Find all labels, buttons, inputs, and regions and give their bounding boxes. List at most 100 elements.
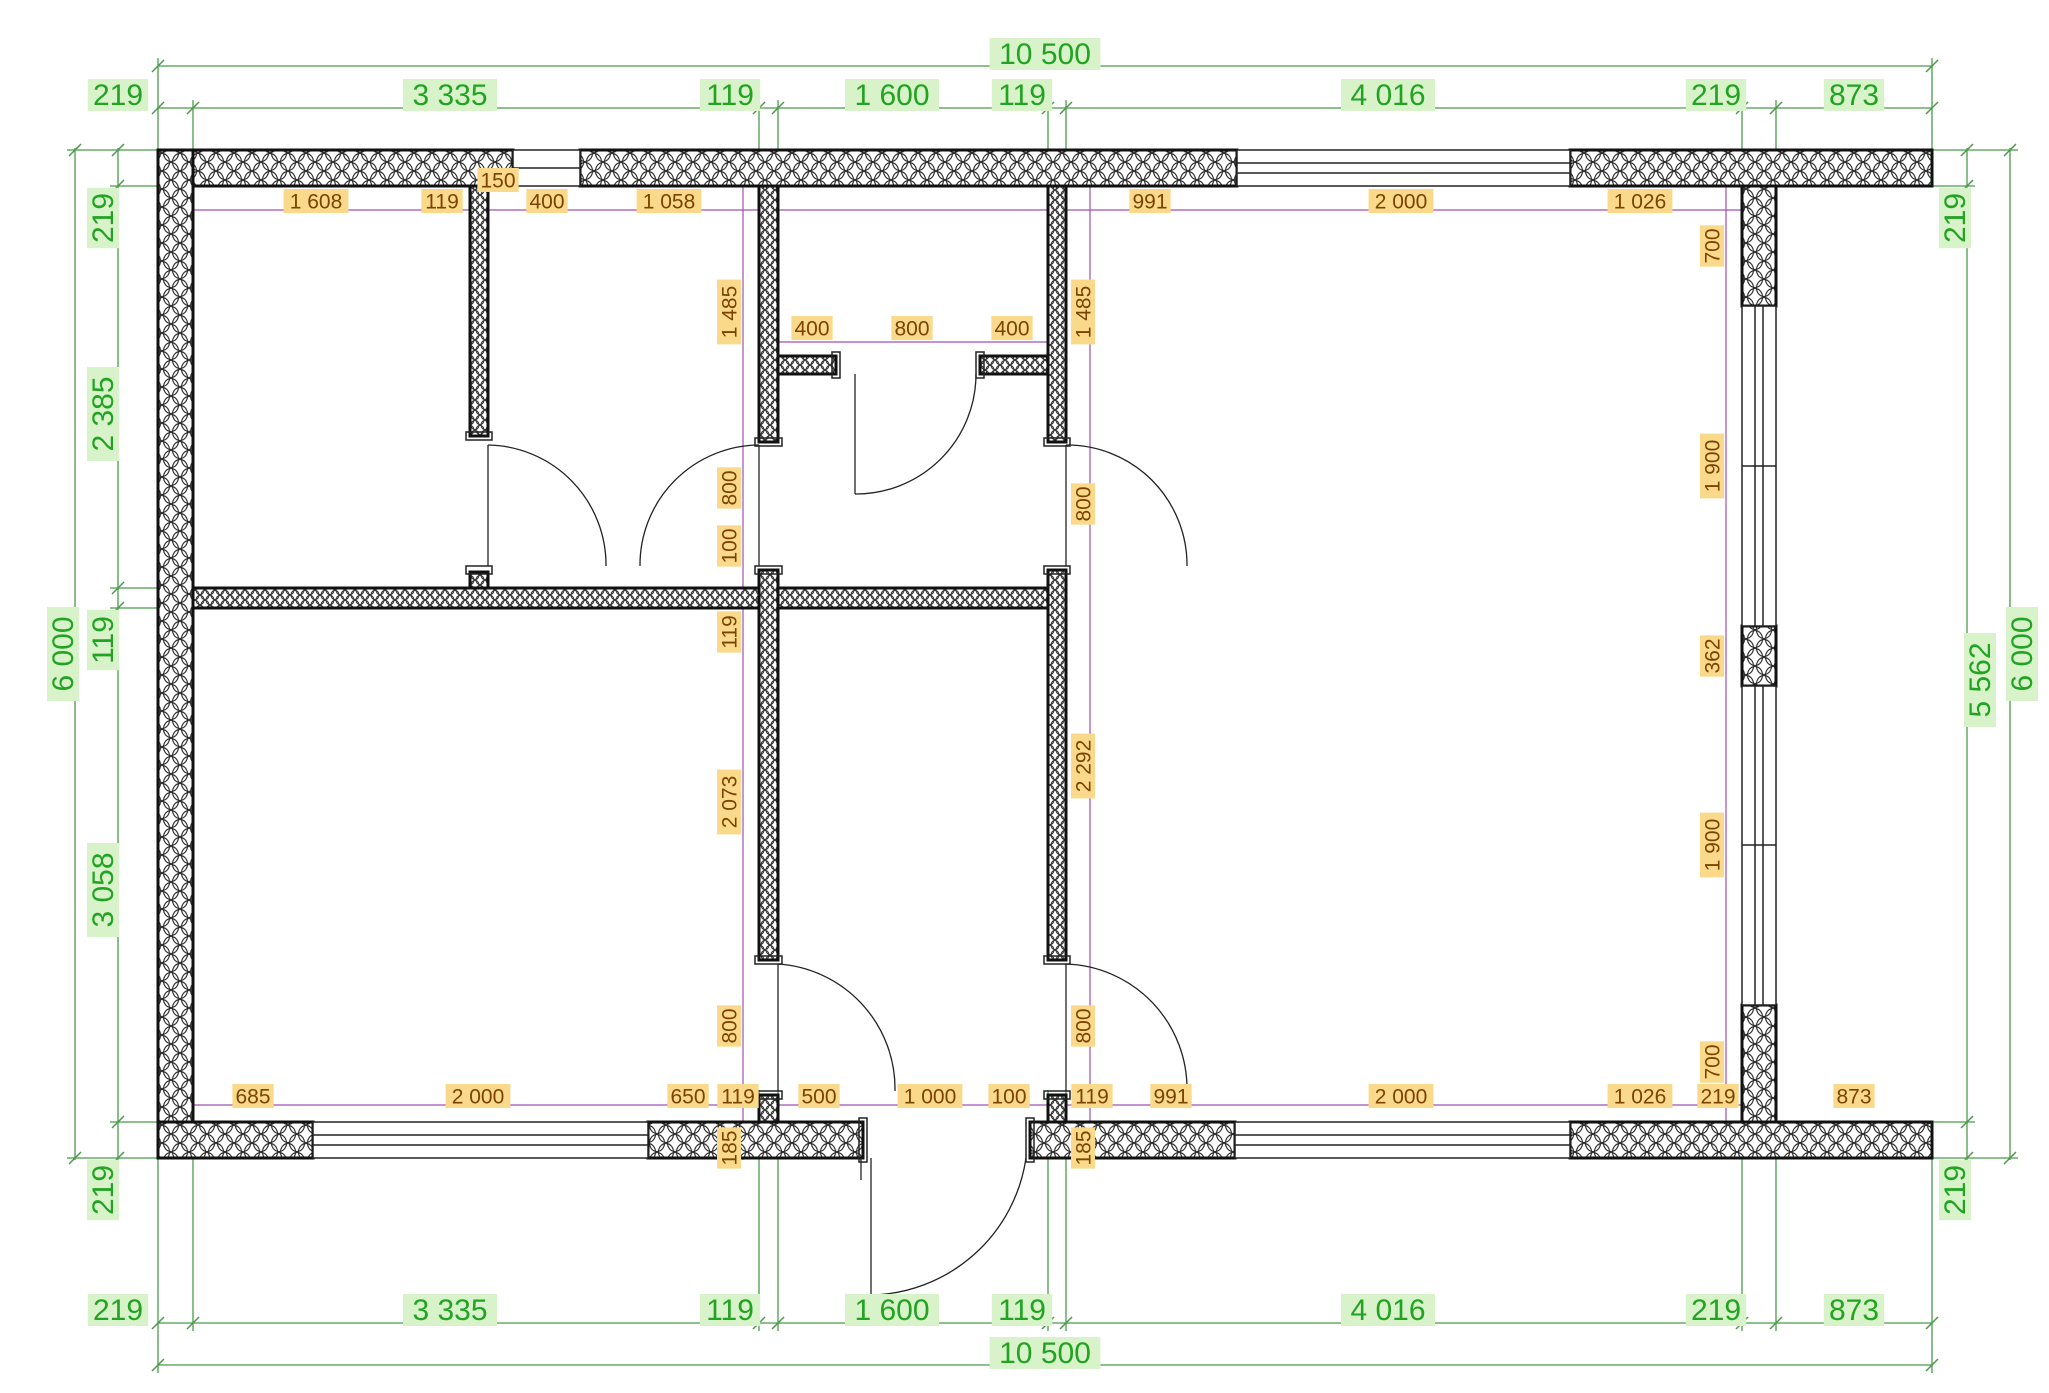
label-background (421, 189, 463, 213)
label-background (232, 1084, 274, 1108)
closet-1: 800 (891, 316, 933, 341)
inner-bottom-0: 685 (232, 1084, 274, 1109)
wall-bottom-left (156, 1120, 315, 1160)
inner-bottom-1: 2 000 (445, 1084, 511, 1109)
label-text: 400 (994, 318, 1029, 341)
label-background (717, 1005, 741, 1047)
label-background (87, 187, 119, 249)
label-background (1700, 225, 1724, 267)
top-chain-1: 3 335 (403, 79, 497, 112)
label-background (1071, 483, 1095, 525)
inner-bottom-7: 119 (1071, 1084, 1113, 1109)
label-text: 2 292 (1073, 740, 1096, 793)
label-background (667, 1084, 709, 1108)
label-text: 700 (1702, 1044, 1725, 1079)
label-background (717, 467, 741, 509)
window-right-dim-2: 362 (1700, 635, 1725, 677)
vertical-inner-9: 2 292 (1071, 733, 1096, 799)
label-text: 1 900 (1702, 819, 1725, 872)
closet-2: 400 (991, 316, 1033, 341)
label-text: 700 (1702, 228, 1725, 263)
label-background (87, 1294, 149, 1326)
label-background (87, 79, 149, 111)
wall-horizontal-mid (776, 586, 1050, 610)
wall-vertical-b-bottom (1046, 568, 1068, 962)
vertical-inner-11: 185 (1071, 1127, 1096, 1169)
label-text: 4 016 (1350, 1294, 1425, 1327)
label-text: 1 900 (1702, 440, 1725, 493)
label-background (403, 1294, 497, 1326)
bottom-chain-0: 219 (87, 1294, 149, 1327)
wall-left (156, 148, 195, 1160)
inner-bottom-12: 873 (1833, 1084, 1875, 1109)
door-jambs (465, 351, 1071, 1163)
right-chain-1: 219 (1939, 1159, 1972, 1221)
label-text: 219 (93, 79, 143, 112)
label-background (1823, 1294, 1885, 1326)
bottom-chain-3: 1 600 (845, 1294, 939, 1327)
wall-vertical-b-top (1046, 184, 1068, 444)
label-text: 219 (1691, 79, 1741, 112)
label-text: 119 (87, 616, 120, 664)
inner-bottom-10: 1 026 (1607, 1084, 1673, 1109)
label-background (1129, 189, 1171, 213)
label-text: 119 (719, 615, 742, 648)
label-background (1071, 279, 1095, 345)
inner-dimension-lines (193, 186, 1742, 1160)
window-right-dim-0: 700 (1700, 225, 1725, 267)
label-text: 2 000 (1375, 1086, 1428, 1109)
left-chain-3: 3 058 (87, 843, 120, 937)
label-background (1823, 79, 1885, 111)
label-background (1939, 1159, 1971, 1221)
wall-top-middle (578, 148, 1239, 188)
door-arc-2 (639, 444, 760, 567)
overall-width-bottom: 10 500 (989, 1337, 1101, 1370)
label-text: 2 385 (87, 376, 120, 451)
wall-stub-bottom-a (757, 1093, 780, 1124)
top-chain-7: 873 (1823, 79, 1885, 112)
inner-bottom-11: 219 (1697, 1084, 1739, 1109)
bottom-chain-4: 119 (991, 1294, 1053, 1327)
inner-bottom-3: 119 (717, 1084, 759, 1109)
label-text: 119 (706, 79, 754, 112)
label-text: 219 (1691, 1294, 1741, 1327)
label-background (798, 1084, 840, 1108)
label-background (1700, 635, 1724, 677)
window-bottom-1 (312, 1121, 649, 1159)
label-text: 10 500 (999, 1337, 1091, 1370)
label-text: 119 (1075, 1086, 1108, 1109)
label-background (1150, 1084, 1192, 1108)
label-background (717, 279, 741, 345)
inner-top-3: 400 (526, 189, 568, 214)
label-background (791, 316, 833, 340)
label-text: 650 (670, 1086, 705, 1109)
label-background (1833, 1084, 1875, 1108)
label-background (1697, 1084, 1739, 1108)
label-background (845, 79, 939, 111)
left-chain-4: 219 (87, 1159, 120, 1221)
door-arc-entry (870, 1157, 1027, 1296)
label-background (1607, 189, 1673, 213)
vertical-inner-5: 800 (717, 1005, 742, 1047)
label-background (1607, 1084, 1673, 1108)
label-text: 800 (719, 470, 742, 505)
label-background (636, 189, 702, 213)
door-arc-1 (487, 444, 607, 567)
overall-depth-left: 6 000 (47, 607, 80, 701)
vertical-inner-10: 800 (1071, 1005, 1096, 1047)
label-text: 119 (998, 1294, 1046, 1327)
label-background (891, 316, 933, 340)
label-text: 1 026 (1614, 1086, 1667, 1109)
label-text: 800 (719, 1008, 742, 1043)
label-text: 400 (529, 191, 564, 214)
label-text: 2 073 (719, 776, 742, 829)
left-chain-0: 219 (87, 187, 120, 249)
label-background (403, 79, 497, 111)
label-background (283, 189, 349, 213)
wall-vertical-a-bottom (757, 568, 780, 962)
vertical-inner-0: 1 485 (717, 279, 742, 345)
label-text: 800 (1073, 1008, 1096, 1043)
wall-right-middle (1740, 624, 1778, 688)
label-background (988, 1084, 1030, 1108)
